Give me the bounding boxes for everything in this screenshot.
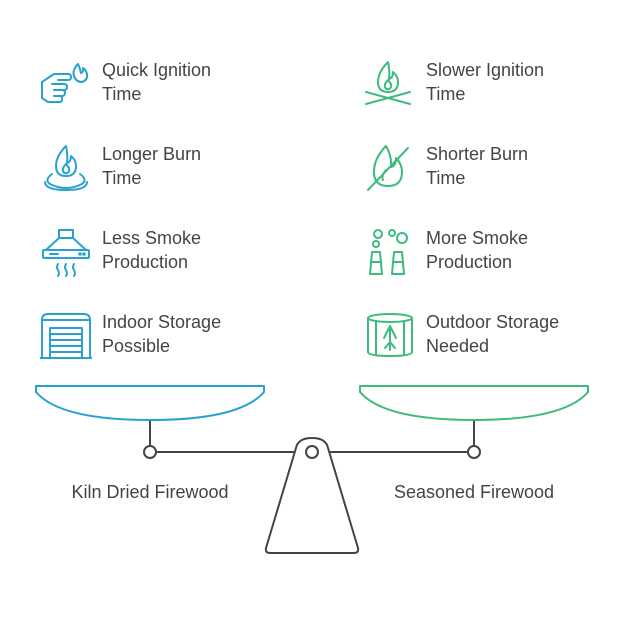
right-item-3-line1: Outdoor Storage (426, 312, 560, 332)
left-side-title: Kiln Dried Firewood (71, 482, 229, 502)
range-hood-icon (42, 229, 90, 277)
left-item-2-line1: Less Smoke (102, 228, 202, 248)
left-item-0-line2: Time (102, 84, 142, 104)
right-pivot (467, 445, 481, 459)
scale-stand (264, 437, 360, 554)
left-item-1-label: Longer Burn Time (102, 142, 282, 190)
right-item-3-line2: Needed (426, 336, 490, 356)
left-item-0-label: Quick Ignition Time (102, 58, 282, 106)
chimney-smoke-icon (369, 229, 408, 275)
right-scale-pan (359, 385, 589, 421)
left-item-2-line2: Production (102, 252, 189, 272)
left-item-3-line2: Possible (102, 336, 171, 356)
left-item-2-label: Less Smoke Production (102, 226, 282, 274)
left-item-3-line1: Indoor Storage (102, 312, 222, 332)
left-item-1-line1: Longer Burn (102, 144, 202, 164)
right-item-0-label: Slower Ignition Time (426, 58, 606, 106)
campfire-icon (44, 145, 88, 191)
right-item-2-line1: More Smoke (426, 228, 529, 248)
left-item-3-label: Indoor Storage Possible (102, 310, 282, 358)
right-item-1-line2: Time (426, 168, 466, 188)
hand-fire-icon (41, 63, 89, 103)
bonfire-icon (365, 61, 411, 105)
left-scale-pan (35, 385, 265, 421)
center-pivot (305, 445, 319, 459)
right-item-2-line2: Production (426, 252, 513, 272)
left-pivot (143, 445, 157, 459)
right-item-0-line1: Slower Ignition (426, 60, 545, 80)
left-item-0-line1: Quick Ignition (102, 60, 212, 80)
right-side-title: Seasoned Firewood (393, 482, 555, 502)
wood-rack-icon (367, 313, 413, 357)
right-item-1-line1: Shorter Burn (426, 144, 529, 164)
right-item-0-line2: Time (426, 84, 466, 104)
right-item-1-label: Shorter Burn Time (426, 142, 606, 190)
right-item-2-label: More Smoke Production (426, 226, 606, 274)
no-fire-icon (367, 145, 409, 191)
garage-icon (40, 313, 92, 359)
right-item-3-label: Outdoor Storage Needed (426, 310, 606, 358)
left-item-1-line2: Time (102, 168, 142, 188)
